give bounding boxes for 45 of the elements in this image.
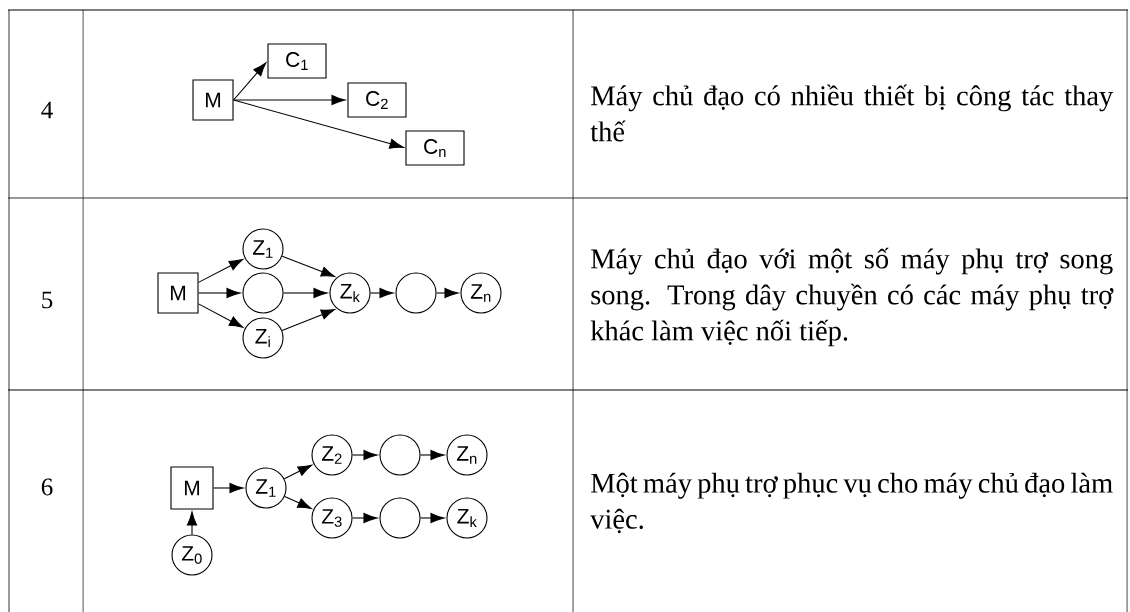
circle-node — [379, 434, 421, 476]
machine-box: M — [157, 272, 199, 314]
arrow — [420, 449, 445, 461]
arrow — [283, 464, 312, 480]
arrow — [281, 255, 336, 277]
machine-box: C$_{2}$ — [347, 82, 407, 118]
row-number: 5 — [42, 291, 53, 309]
arrow — [198, 303, 244, 328]
machine-box: M — [170, 466, 214, 510]
machine-box: C$_{n}$ — [405, 130, 465, 166]
arrow — [352, 512, 378, 524]
circle-node: Z$_{1}$ — [245, 467, 287, 509]
arrow — [198, 259, 244, 283]
arrow — [198, 287, 241, 299]
circle-node — [395, 272, 437, 314]
arrow — [186, 511, 198, 535]
arrow — [370, 287, 394, 299]
circle-node: Z$_{n}$ — [446, 434, 488, 476]
arrow — [420, 512, 445, 524]
circle-node: Z$_{1}$ — [242, 228, 284, 270]
machine-box: C$_{1}$ — [267, 43, 327, 79]
arrow — [213, 482, 244, 494]
circle-node — [242, 272, 284, 314]
row-number: 6 — [41, 478, 53, 496]
circle-node: Z$_{k}$ — [329, 272, 371, 314]
arrow — [233, 94, 346, 106]
circle-node — [379, 497, 421, 539]
description-text: Một máy phụ trợ phục vụ cho máy chủ đạo làm việc. — [590, 472, 1113, 534]
arrow — [233, 62, 267, 101]
arrow — [283, 287, 328, 299]
machine-box: M — [192, 79, 234, 121]
circle-node: Z$_{3}$ — [311, 497, 353, 539]
arrow — [233, 99, 404, 149]
arrow — [436, 287, 459, 299]
circle-node: Z$_{n}$ — [460, 272, 502, 314]
circle-node: Z$_{i}$ — [242, 317, 284, 359]
circle-node: Z$_{2}$ — [311, 434, 353, 476]
arrow — [284, 495, 312, 510]
arrow — [281, 309, 336, 331]
arrow — [352, 449, 378, 461]
circle-node: Z$_{k}$ — [446, 497, 488, 539]
description-text: Máy chủ đạo với một số máy phụ trợ song song. Trong dây chuyền có các máy phụ trợ khác làm việc nối tiếp. — [590, 247, 1114, 347]
row-number: 4 — [41, 101, 53, 119]
circle-node: Z$_{0}$ — [171, 534, 213, 576]
description-text: Máy chủ đạo có nhiều thiết bị công tác thay thế — [590, 84, 1114, 142]
